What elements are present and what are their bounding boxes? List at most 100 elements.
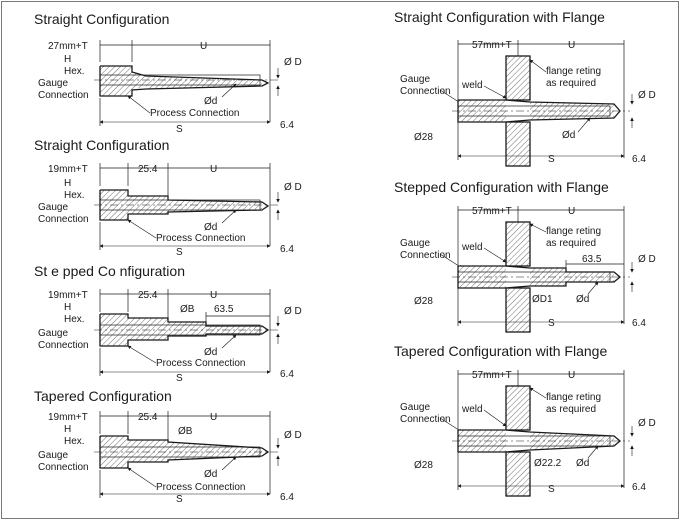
flange-label-2: as required <box>546 404 596 415</box>
connection-label: Connection <box>38 462 89 473</box>
od-label: Ød <box>204 96 217 107</box>
flange-leader <box>529 223 547 233</box>
hex-outline <box>99 435 270 469</box>
connection-label: Connection <box>400 250 451 261</box>
oD-label: Ø D <box>638 90 656 101</box>
body-outline <box>457 265 622 289</box>
process-connection-label: Process Connection <box>156 358 246 369</box>
hex-label: Hex. <box>64 436 85 447</box>
dim-mid-label: 25.4 <box>138 290 158 301</box>
process-connection-label: Process Connection <box>156 482 246 493</box>
process-leader <box>127 95 151 114</box>
o222-label: Ø22.2 <box>534 458 562 469</box>
flange-label-2: as required <box>546 78 596 89</box>
hex-label: Hex. <box>64 190 85 201</box>
flange-label-1: flange reting <box>546 226 601 237</box>
panel-title: Stepped Configuration with Flange <box>394 179 609 195</box>
od1-label: ØD1 <box>532 294 553 305</box>
connection-label: Connection <box>38 214 89 225</box>
dim-top-label: 57mm+T <box>472 370 512 381</box>
body-hatch <box>458 266 506 288</box>
process-connection-label: Process Connection <box>150 108 240 119</box>
process-leader <box>127 467 157 488</box>
od-leader <box>221 209 237 224</box>
oD-label: Ø D <box>284 430 302 441</box>
dim-u-label: U <box>210 412 217 423</box>
s-label: S <box>548 154 555 165</box>
od-label: Ød <box>576 458 589 469</box>
panel-title: St e pped Co nfiguration <box>34 263 185 279</box>
dim-top-label: 57mm+T <box>472 40 512 51</box>
six-four-label: 6.4 <box>280 492 294 503</box>
gauge-label: Gauge <box>38 78 68 89</box>
o28-label: Ø28 <box>414 460 433 471</box>
six-four-label: 6.4 <box>280 369 294 380</box>
oD-label: Ø D <box>284 57 302 68</box>
flange-top-outline <box>505 385 531 431</box>
hex-outline <box>99 189 270 221</box>
flange-bottom-outline <box>505 287 531 333</box>
s-label: S <box>176 373 183 384</box>
s-label: S <box>176 124 183 135</box>
s-label: S <box>176 494 183 505</box>
flange-label-1: flange reting <box>546 66 601 77</box>
flange-top-outline <box>505 55 531 101</box>
gauge-label: Gauge <box>400 74 430 85</box>
dim-u-label: U <box>568 206 575 217</box>
hex-outline <box>99 313 270 347</box>
six-four-label: 6.4 <box>280 120 294 131</box>
h-label: H <box>64 178 71 189</box>
body-hatch <box>458 430 506 452</box>
dim-635-label: 63.5 <box>214 304 234 315</box>
right-panel-tapered-with-flange: Tapered Configuration with Flange 57mm+T… <box>394 343 656 497</box>
ob-label: ØB <box>180 304 195 315</box>
flange-label-1: flange reting <box>546 392 601 403</box>
oD-label: Ø D <box>284 182 302 193</box>
process-leader <box>127 345 157 364</box>
flange-top <box>506 386 530 430</box>
weld-label: weld <box>461 404 483 415</box>
gauge-label: Gauge <box>38 328 68 339</box>
od-label: Ød <box>204 469 217 480</box>
flange-top <box>506 56 530 100</box>
od-leader <box>221 83 237 98</box>
panel-title: Straight Configuration <box>34 137 169 153</box>
flange-leader <box>529 59 547 73</box>
stem-hatch <box>168 322 262 336</box>
weld-label: weld <box>461 242 483 253</box>
weld-label: weld <box>461 80 483 91</box>
oD-label: Ø D <box>638 254 656 265</box>
flange-bottom <box>506 122 530 166</box>
process-connection-label: Process Connection <box>156 233 246 244</box>
dim-u-label: U <box>200 41 207 52</box>
s-label: S <box>548 484 555 495</box>
flange-leader <box>529 387 547 399</box>
od-label: Ød <box>576 294 589 305</box>
connection-label: Connection <box>38 340 89 351</box>
six-four-label: 6.4 <box>280 244 294 255</box>
o28-label: Ø28 <box>414 132 433 143</box>
weld-leader <box>483 409 507 427</box>
hex-label: Hex. <box>64 66 85 77</box>
left-panel-stepped-configuration: St e pped Co nfiguration 19mm+T 25.4 U Ø… <box>34 263 302 384</box>
gauge-label: Gauge <box>38 202 68 213</box>
panel-title: Straight Configuration with Flange <box>394 9 605 25</box>
left-panel-tapered-configuration: Tapered Configuration 19mm+T 25.4 U ØB H… <box>34 388 302 505</box>
dim-top-label: 19mm+T <box>48 164 88 175</box>
stem-hatch <box>168 200 262 212</box>
oD-label: Ø D <box>284 306 302 317</box>
h-label: H <box>64 54 71 65</box>
right-panel-stepped-with-flange: Stepped Configuration with Flange 57mm+T… <box>394 179 656 333</box>
h-label: H <box>64 424 71 435</box>
hex-label: Hex. <box>64 314 85 325</box>
flange-top-outline <box>505 221 531 267</box>
body-outline <box>457 429 622 453</box>
panel-title: Tapered Configuration <box>34 388 172 404</box>
gauge-label: Gauge <box>38 450 68 461</box>
dim-635-label: 63.5 <box>582 254 602 265</box>
left-panel-straight-configuration: Straight Configuration 27mm+T U H Hex. G… <box>34 11 302 135</box>
connection-label: Connection <box>400 86 451 97</box>
od-label: Ød <box>204 222 217 233</box>
